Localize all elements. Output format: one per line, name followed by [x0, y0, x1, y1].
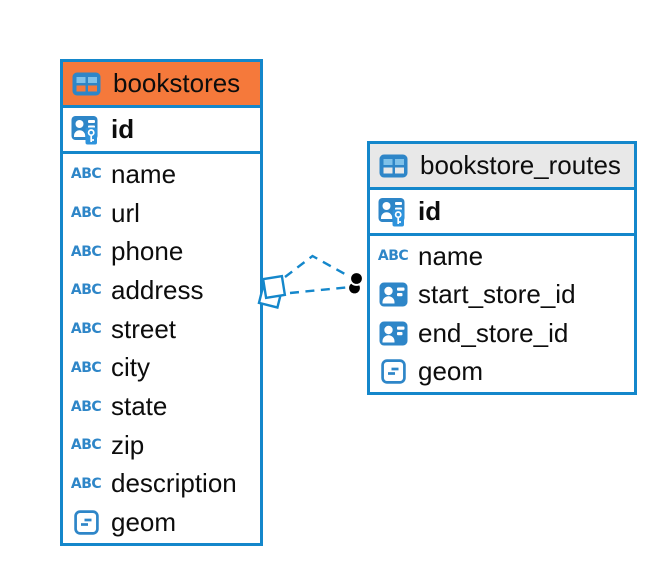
column-name: url	[111, 197, 140, 228]
column-row-geom[interactable]: geom	[63, 503, 260, 542]
text-type-icon: ABC	[70, 398, 102, 415]
table-bookstores-header[interactable]: bookstores	[63, 62, 260, 108]
column-row-start-store-id[interactable]: start_store_id	[370, 276, 634, 315]
column-name: description	[111, 468, 237, 499]
column-row-name[interactable]: ABC name	[63, 155, 260, 194]
column-name: end_store_id	[418, 317, 569, 348]
table-bookstores[interactable]: bookstores id ABC	[60, 59, 263, 546]
table-icon	[377, 154, 409, 178]
column-name: city	[111, 352, 150, 383]
column-name: geom	[111, 507, 177, 538]
text-type-icon: ABC	[377, 248, 409, 265]
column-row-end-store-id[interactable]: end_store_id	[370, 314, 634, 353]
reference-type-icon	[377, 321, 409, 346]
column-row-url[interactable]: ABC url	[63, 194, 260, 233]
column-row-id[interactable]: id	[370, 190, 634, 236]
primary-key-icon	[377, 197, 409, 227]
column-row-street[interactable]: ABC street	[63, 310, 260, 349]
primary-key-name: id	[418, 196, 442, 226]
column-row-city[interactable]: ABC city	[63, 349, 260, 388]
column-name: geom	[418, 356, 484, 387]
text-type-icon: ABC	[70, 475, 102, 492]
primary-key-name: id	[111, 114, 135, 144]
column-row-geom[interactable]: geom	[370, 353, 634, 392]
column-row-state[interactable]: ABC state	[63, 387, 260, 426]
column-list: ABC name start_store_id	[370, 236, 634, 392]
column-name: address	[111, 274, 204, 305]
column-list: ABC name ABC url ABC phone ABC address A…	[63, 154, 260, 543]
table-icon	[70, 72, 102, 96]
text-type-icon: ABC	[70, 437, 102, 454]
table-bookstore-routes-header[interactable]: bookstore_routes	[370, 144, 634, 190]
relationship-target-dot[interactable]	[349, 271, 364, 286]
text-type-icon: ABC	[70, 205, 102, 222]
table-title: bookstores	[113, 68, 241, 98]
text-type-icon: ABC	[70, 321, 102, 338]
relationship-target-dot[interactable]	[347, 280, 362, 296]
text-type-icon: ABC	[70, 282, 102, 299]
column-row-name[interactable]: ABC name	[370, 237, 634, 276]
geometry-type-icon	[377, 359, 409, 384]
column-name: zip	[111, 429, 145, 460]
column-row-address[interactable]: ABC address	[63, 271, 260, 310]
table-bookstore-routes[interactable]: bookstore_routes id ABC	[367, 141, 637, 395]
reference-type-icon	[377, 282, 409, 307]
column-name: phone	[111, 236, 184, 267]
geometry-type-icon	[70, 510, 102, 535]
primary-key-icon	[70, 115, 102, 145]
column-row-description[interactable]: ABC description	[63, 465, 260, 504]
relationship-line[interactable]	[289, 285, 352, 295]
column-name: name	[418, 240, 484, 271]
column-name: state	[111, 391, 168, 422]
column-name: street	[111, 313, 177, 344]
column-row-phone[interactable]: ABC phone	[63, 232, 260, 271]
relationship-line[interactable]	[284, 254, 353, 280]
text-type-icon: ABC	[70, 359, 102, 376]
column-name: name	[111, 158, 177, 189]
text-type-icon: ABC	[70, 243, 102, 260]
table-title: bookstore_routes	[420, 150, 621, 180]
column-name: start_store_id	[418, 279, 576, 310]
column-row-zip[interactable]: ABC zip	[63, 426, 260, 465]
text-type-icon: ABC	[70, 166, 102, 183]
column-row-id[interactable]: id	[63, 108, 260, 154]
